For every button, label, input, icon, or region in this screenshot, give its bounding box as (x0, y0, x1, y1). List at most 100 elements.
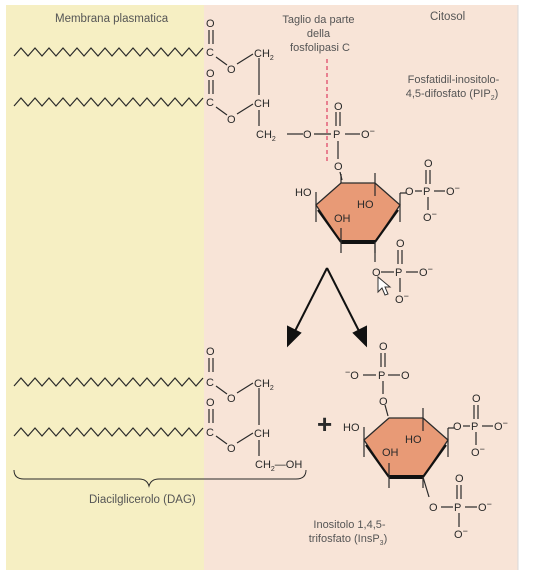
atom-o: O (472, 393, 481, 405)
arrow-to-dag-shaft (293, 267, 328, 334)
plus-sign: + (317, 409, 332, 439)
atom-ho: HO (405, 434, 422, 446)
atom-o-minus: O− (478, 499, 492, 514)
atom-o-minus: O− (419, 264, 433, 279)
cleavage-label-line-2: della (307, 28, 331, 40)
bond (236, 382, 254, 394)
atom-o: O (206, 397, 215, 409)
insp3-label: Inositolo 1,4,5- trifosfato (InsP3) (309, 519, 389, 547)
fatty-acid-chain-1 (13, 47, 204, 57)
atom-o: O (372, 267, 381, 279)
atom-ch2: CH2 (254, 48, 274, 62)
dag-fatty-acid-chain-1 (13, 377, 204, 387)
membrane-title: Membrana plasmatica (55, 13, 169, 25)
atom-o: O (334, 101, 343, 113)
atom-ch2-oh: CH2—OH (255, 459, 302, 473)
atom-o-minus: O− (423, 209, 437, 224)
ring-substituent-bonds (315, 173, 401, 262)
atom-o-minus: O− (361, 126, 375, 141)
atom-p: P (395, 267, 402, 279)
insp3-label-line-1: Inositolo 1,4,5- (313, 519, 385, 531)
phosphate-4: O P O O− O− (400, 158, 460, 224)
phosphate-5: O P O O− O− (372, 238, 433, 306)
atom-p: P (378, 370, 385, 382)
atom-p: P (471, 421, 478, 433)
ring-thick-edge-right (422, 444, 447, 478)
atom-o-minus: O− (395, 291, 409, 306)
atom-o: O (455, 473, 464, 485)
atom-o-minus: −O (345, 367, 359, 382)
bond (384, 404, 389, 417)
atom-o: O (227, 64, 236, 76)
cleavage-label: Taglio da parte della fosfolipasi C (282, 14, 357, 54)
arrow-to-insp3-head (352, 325, 367, 348)
ring-thick-edge-left (317, 209, 342, 243)
pip2-atoms: O C O CH2 O C O CH CH2 O P O O− O (206, 18, 375, 173)
atom-ch2: CH2 (254, 378, 274, 392)
bond (215, 435, 228, 445)
atom-o: O (227, 114, 236, 126)
atom-o: O (405, 186, 414, 198)
atom-o-minus: O− (494, 418, 508, 433)
ester-bond-1a (215, 56, 228, 66)
atom-o: O (206, 346, 215, 358)
bond (215, 385, 228, 395)
pip2-inositol-ring: HO HO OH O P O O− O− (295, 158, 460, 306)
ester-bond-1b (236, 53, 254, 65)
atom-o: O (401, 370, 410, 382)
cytosol-title: Citosol (430, 11, 465, 23)
ester-bond-2a (215, 106, 228, 116)
atom-oh: OH (334, 213, 351, 225)
cleavage-label-line-3: fosfolipasi C (290, 42, 350, 54)
atom-p: P (454, 502, 461, 514)
insp3-molecule: −O P O O O HO HO OH (343, 341, 508, 541)
pip2-label-line-2: 4,5-difosfato (PIP2) (406, 88, 499, 102)
atom-ho: HO (357, 199, 374, 211)
atom-o-minus: O− (446, 183, 460, 198)
cleavage-label-line-1: Taglio da parte (282, 14, 354, 26)
arrow-to-insp3-shaft (326, 267, 361, 334)
ring-thick-edge-left (365, 444, 390, 478)
dag-atoms: O C O CH2 O C O CH CH2—OH (206, 346, 302, 473)
dag-fatty-acid-chain-2 (13, 427, 204, 437)
atom-o: O (424, 158, 433, 170)
atom-o: O (379, 396, 388, 408)
atom-o: O (227, 393, 236, 405)
dag-molecule (13, 358, 307, 488)
atom-ho: HO (343, 422, 360, 434)
ring-labels: HO HO OH (295, 187, 374, 225)
atom-ch: CH (254, 98, 270, 110)
atom-ch2: CH2 (256, 129, 276, 143)
atom-c: C (206, 47, 214, 59)
substituent-bond (422, 476, 430, 498)
atom-o-minus: O− (471, 444, 485, 459)
arrow-to-dag-head (287, 325, 302, 348)
pip2-label-line-1: Fosfatidil-inositolo- (408, 74, 500, 86)
ester-bond-2b (236, 103, 254, 115)
atom-ho: HO (295, 187, 312, 199)
cytosol-region (204, 5, 518, 570)
atom-p: P (333, 129, 340, 141)
atom-oh: OH (382, 447, 399, 459)
atom-ch: CH (254, 428, 270, 440)
pip2-molecule (13, 30, 360, 181)
pip2-label: Fosfatidil-inositolo- 4,5-difosfato (PIP… (406, 74, 503, 102)
atom-o: O (429, 502, 438, 514)
membrane-region (6, 5, 204, 570)
dag-label: Diacilglicerolo (DAG) (89, 494, 196, 506)
ring-thick-edge-right (374, 209, 399, 243)
atom-c: C (206, 377, 214, 389)
atom-o: O (379, 341, 388, 353)
atom-c: C (206, 97, 214, 109)
fatty-acid-chain-2 (13, 97, 204, 107)
atom-p: P (423, 186, 430, 198)
reaction-arrows (287, 267, 367, 348)
dag-bracket (13, 469, 307, 488)
atom-o: O (206, 68, 215, 80)
atom-o: O (303, 129, 312, 141)
atom-o: O (334, 161, 343, 173)
atom-c: C (206, 427, 214, 439)
bond (236, 432, 254, 444)
